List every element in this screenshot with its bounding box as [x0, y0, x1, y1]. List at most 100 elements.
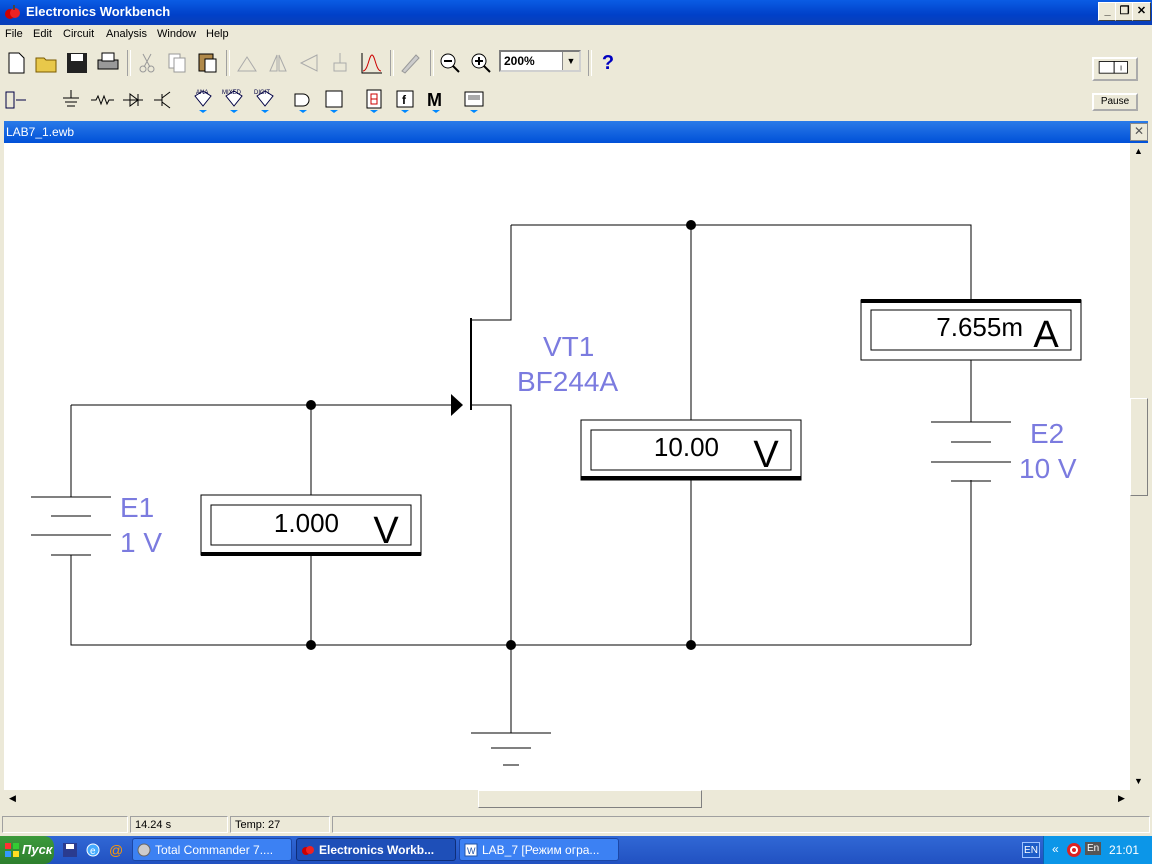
taskbar: Пуск e @ Total Commander 7.... Electroni… [0, 836, 1152, 864]
tray-expand-chevron-icon[interactable]: « [1052, 842, 1059, 856]
svg-text:MIXED: MIXED [222, 90, 242, 96]
menu-window[interactable]: Window [157, 28, 197, 40]
sources-bin-button[interactable] [57, 86, 85, 114]
scroll-down-arrow[interactable]: ▼ [1130, 773, 1147, 790]
zoom-select[interactable]: 200% ▼ [499, 50, 581, 72]
ammeter-unit: A [1033, 314, 1059, 356]
digital-bin-button[interactable] [320, 86, 348, 114]
save-quicklaunch-icon[interactable] [62, 842, 78, 858]
instruments-bin-button[interactable] [460, 86, 488, 114]
open-file-button[interactable] [33, 49, 61, 77]
scroll-up-arrow[interactable]: ▲ [1130, 143, 1147, 160]
horizontal-scrollbar[interactable]: ◀ ▶ [4, 790, 1130, 808]
scroll-right-arrow[interactable]: ▶ [1113, 790, 1130, 807]
rotate-button[interactable] [233, 49, 261, 77]
new-file-button[interactable] [2, 49, 30, 77]
paste-clipboard-icon [198, 53, 217, 73]
copy-icon [168, 53, 186, 73]
zoom-out-icon [440, 53, 460, 73]
print-button[interactable] [94, 49, 122, 77]
main-toolbar: ? [0, 47, 1152, 79]
digital-ics-bin-button[interactable]: DIGIT [251, 86, 279, 114]
svg-text:M: M [427, 90, 442, 110]
menu-analysis[interactable]: Analysis [106, 28, 147, 40]
svg-text:I: I [1120, 64, 1122, 73]
title-bar: Electronics Workbench _ ❐ ✕ [0, 0, 1152, 25]
flip-vertical-button[interactable] [295, 49, 323, 77]
zoom-in-button[interactable] [467, 49, 495, 77]
save-button[interactable] [63, 49, 91, 77]
ammeter[interactable]: 7.655m A [860, 299, 1082, 361]
transistors-bin-button[interactable] [150, 86, 178, 114]
miscellaneous-bin-button[interactable]: M [422, 86, 450, 114]
close-button[interactable]: ✕ [1132, 2, 1151, 21]
favorites-bin-button[interactable] [2, 86, 30, 114]
battery-e1-symbol [31, 495, 111, 556]
e2-label: E2 [1030, 418, 1064, 449]
electronics-workbench-icon [302, 846, 314, 855]
menu-circuit[interactable]: Circuit [63, 28, 95, 40]
menu-edit[interactable]: Edit [33, 28, 52, 40]
task-word-document[interactable]: W LAB_7 [Режим огра... [459, 838, 619, 861]
ie-quicklaunch-icon[interactable]: e [85, 842, 101, 858]
controls-bin-button[interactable]: f [391, 86, 419, 114]
wire [471, 404, 512, 645]
parts-bin-toolbar: ANA MIXED DIGIT f M [0, 84, 1152, 116]
properties-pen-icon [401, 54, 420, 74]
voltmeter-1[interactable]: 1.000 V [200, 494, 422, 556]
start-button[interactable]: Пуск [0, 836, 54, 864]
clock: 21:01 [1109, 843, 1140, 857]
zoom-in-icon [471, 53, 491, 73]
task-total-commander[interactable]: Total Commander 7.... [132, 838, 292, 861]
analog-ics-bin-button[interactable]: ANA [189, 86, 217, 114]
pause-button[interactable]: Pause [1092, 93, 1138, 111]
digital-ic-icon: DIGIT [254, 90, 274, 113]
circuit-schematic: 1.000 V 10.00 V 7.655m A E1 1 V E2 10 V … [31, 220, 1082, 766]
scroll-left-arrow[interactable]: ◀ [4, 790, 21, 807]
circuit-canvas[interactable]: 1.000 V 10.00 V 7.655m A E1 1 V E2 10 V … [4, 143, 1130, 790]
zoom-value: 200% [504, 54, 535, 68]
component-properties-button[interactable] [396, 49, 424, 77]
chevron-down-icon[interactable]: ▼ [562, 52, 579, 70]
menu-file[interactable]: File [5, 28, 23, 40]
language-indicator[interactable]: EN [1022, 842, 1040, 858]
subcircuit-button[interactable] [326, 49, 354, 77]
graphs-button[interactable] [358, 49, 386, 77]
copy-button[interactable] [163, 49, 191, 77]
paste-button[interactable] [193, 49, 221, 77]
word-icon: W [464, 843, 478, 857]
zoom-out-button[interactable] [436, 49, 464, 77]
cut-button[interactable] [133, 49, 161, 77]
transistor-icon [154, 91, 171, 109]
mail-quicklaunch-icon[interactable]: @ [108, 842, 124, 858]
junction-dot [306, 640, 316, 650]
junction-dot [686, 640, 696, 650]
jfet-gate-arrow [451, 394, 463, 416]
document-close-button[interactable]: ✕ [1130, 123, 1148, 141]
menu-help[interactable]: Help [206, 28, 229, 40]
power-switch[interactable]: I [1092, 57, 1138, 81]
e1-label: E1 [120, 492, 154, 523]
logic-gates-bin-button[interactable] [289, 86, 317, 114]
misc-m-icon: M [427, 90, 442, 113]
horizontal-scroll-thumb[interactable] [478, 790, 702, 808]
tray-language[interactable]: En [1085, 842, 1102, 855]
e1-value: 1 V [120, 527, 162, 558]
flip-horizontal-button[interactable] [264, 49, 292, 77]
new-file-icon [8, 52, 25, 74]
voltmeter-2[interactable]: 10.00 V [580, 419, 802, 481]
task-electronics-workbench[interactable]: Electronics Workb... [296, 838, 456, 861]
status-message [2, 816, 128, 833]
target-tray-icon[interactable] [1066, 842, 1082, 858]
vertical-scrollbar[interactable]: ▲ ▼ [1130, 143, 1148, 790]
analog-ic-icon: ANA [194, 90, 212, 113]
mixed-ics-bin-button[interactable]: MIXED [220, 86, 248, 114]
help-button[interactable]: ? [601, 52, 615, 74]
vertical-scroll-thumb[interactable] [1130, 398, 1148, 496]
svg-text:W: W [467, 846, 476, 856]
svg-text:@: @ [109, 842, 123, 858]
diodes-bin-button[interactable] [119, 86, 147, 114]
basic-bin-button[interactable] [88, 86, 116, 114]
e2-value: 10 V [1019, 453, 1077, 484]
indicators-bin-button[interactable] [360, 86, 388, 114]
